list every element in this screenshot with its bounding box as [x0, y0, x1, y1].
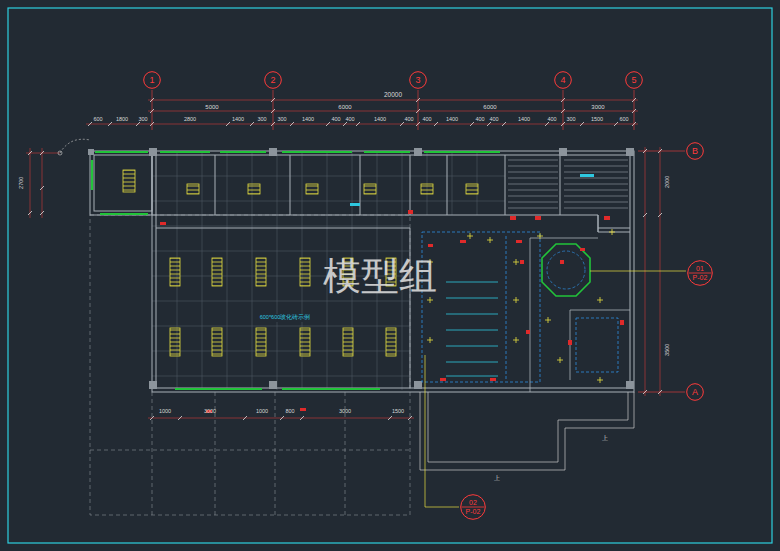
- dimension: 300: [257, 117, 266, 123]
- grid-bubble: 3: [409, 71, 427, 89]
- dimension: 2700: [19, 177, 25, 189]
- callout-number: 02: [460, 499, 486, 506]
- grid-bubble: 2: [264, 71, 282, 89]
- callout-number: 01: [687, 265, 713, 272]
- dimension: 800: [285, 409, 294, 415]
- dimension: 5000: [205, 104, 218, 110]
- grid-bubble: B: [686, 142, 704, 160]
- dimension: 400: [422, 117, 431, 123]
- callout-number: 5: [625, 76, 643, 85]
- dimension: 400: [331, 117, 340, 123]
- dimension: 1400: [518, 117, 530, 123]
- dimension: 3000: [591, 104, 604, 110]
- grid-bubble: 5: [625, 71, 643, 89]
- dimension: 400: [547, 117, 556, 123]
- dimension: 20000: [384, 92, 402, 99]
- grid-bubble: 1: [143, 71, 161, 89]
- dimension: 400: [404, 117, 413, 123]
- dimension: 300: [277, 117, 286, 123]
- callout-number: 2: [264, 76, 282, 85]
- dimension: 3000: [204, 409, 216, 415]
- dimension: 1800: [116, 117, 128, 123]
- bubble-outline: [687, 260, 713, 286]
- callout-number: B: [686, 147, 704, 156]
- dimension: 400: [475, 117, 484, 123]
- dimension: 1000: [159, 409, 171, 415]
- dimension: 1400: [446, 117, 458, 123]
- dimension: 1400: [302, 117, 314, 123]
- dimension: 6000: [483, 104, 496, 110]
- sheet-number: P-02: [460, 508, 486, 515]
- grid-bubble: A: [686, 383, 704, 401]
- dimension: 2000: [665, 176, 671, 188]
- dimension: 6000: [338, 104, 351, 110]
- dimension: 3500: [665, 344, 671, 356]
- dimension: 300: [138, 117, 147, 123]
- watermark: 模型组: [323, 257, 437, 295]
- bubble-outline: [460, 494, 486, 520]
- direction-mark: 上: [494, 475, 500, 481]
- direction-mark: 上: [602, 435, 608, 441]
- floor-note: 600*600玻化砖示例: [258, 314, 313, 322]
- dimension: 1500: [591, 117, 603, 123]
- dimension: 1400: [374, 117, 386, 123]
- dimension: 600: [619, 117, 628, 123]
- dimension: 2800: [184, 117, 196, 123]
- dimension: 1500: [392, 409, 404, 415]
- callout-number: 3: [409, 76, 427, 85]
- callout-number: 1: [143, 76, 161, 85]
- dimension: 1400: [232, 117, 244, 123]
- callout-number: A: [686, 388, 704, 397]
- grid-bubble: 4: [554, 71, 572, 89]
- dimension: 3000: [339, 409, 351, 415]
- callout-number: 4: [554, 76, 572, 85]
- dimension: 600: [93, 117, 102, 123]
- detail-callout: 02P-02: [460, 494, 486, 520]
- dimension: 300: [566, 117, 575, 123]
- sheet-number: P-02: [687, 274, 713, 281]
- dimension: 400: [345, 117, 354, 123]
- dimension: 400: [489, 117, 498, 123]
- dimension: 1000: [256, 409, 268, 415]
- detail-callout: 01P-02: [687, 260, 713, 286]
